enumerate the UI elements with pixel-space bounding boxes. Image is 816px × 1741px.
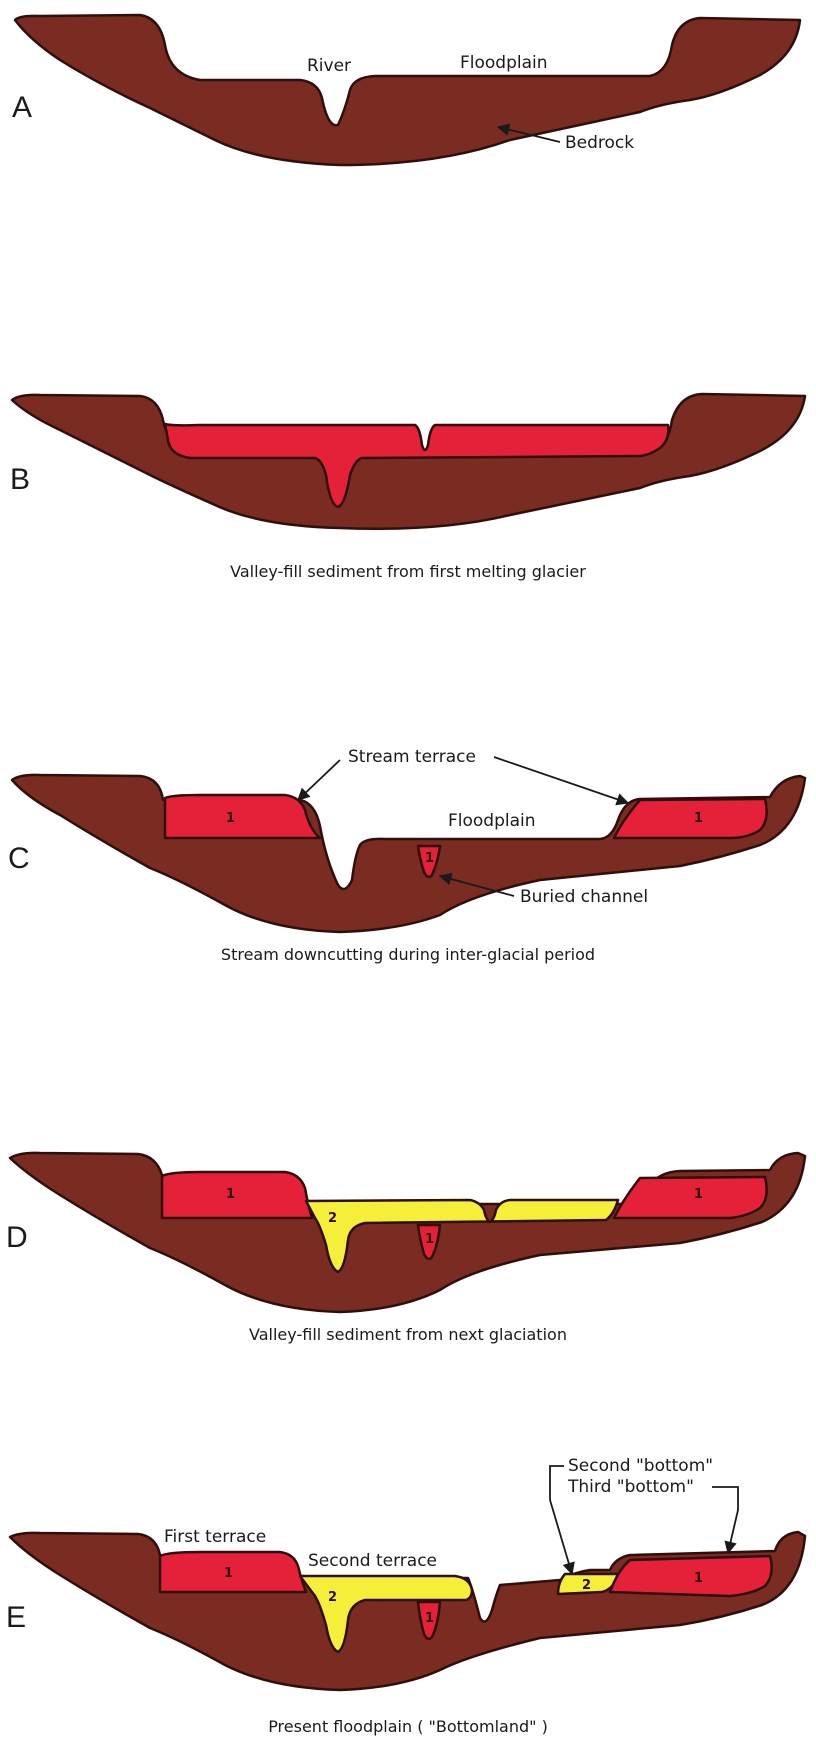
- panel-b: B Valley-fill sediment from first meltin…: [10, 394, 805, 581]
- panel-d-letter: D: [6, 1221, 28, 1254]
- panel-c: 1 1 1 C Stream terrace Floodplain Buried…: [8, 747, 805, 964]
- panel-c-letter: C: [8, 842, 30, 875]
- panel-b-caption: Valley-fill sediment from first melting …: [230, 562, 586, 581]
- panel-d-fill-number-left: 1: [226, 1187, 235, 1202]
- panel-a-bedrock: [15, 15, 800, 165]
- label-first-terrace: First terrace: [164, 1527, 266, 1547]
- panel-d-fill-number-2: 2: [328, 1211, 337, 1226]
- label-river: River: [307, 56, 351, 76]
- label-stream-terrace: Stream terrace: [348, 747, 476, 767]
- panel-e-letter: E: [6, 1601, 26, 1634]
- label-second-terrace: Second terrace: [308, 1551, 437, 1571]
- panel-d-terrace-fill-left: [162, 1172, 312, 1218]
- panel-d-fill-number-channel: 1: [425, 1232, 434, 1247]
- panel-d-caption: Valley-fill sediment from next glaciatio…: [249, 1325, 567, 1344]
- label-second-bottom: Second "bottom": [568, 1456, 713, 1476]
- panel-d-fill-number-right: 1: [694, 1187, 703, 1202]
- panel-b-bedrock: [12, 394, 805, 529]
- panel-e: 1 2 1 2 1 E Second "bottom" Third "botto…: [6, 1456, 805, 1736]
- panel-e-fill-number-second-terrace: 2: [328, 1590, 337, 1605]
- panel-a-letter: A: [12, 91, 32, 124]
- panel-b-letter: B: [10, 463, 30, 496]
- panel-e-fill-number-third-bottom: 1: [694, 1571, 703, 1586]
- panel-d-terrace-fill-right: [614, 1177, 767, 1218]
- arrow-stream-terrace-right: [494, 757, 628, 803]
- panel-c-caption: Stream downcutting during inter-glacial …: [221, 945, 595, 964]
- label-floodplain-a: Floodplain: [460, 53, 548, 73]
- panel-c-terrace-fill-left: [165, 795, 320, 838]
- label-third-bottom: Third "bottom": [567, 1477, 694, 1497]
- arrow-stream-terrace-left: [298, 760, 340, 800]
- label-floodplain-c: Floodplain: [448, 811, 536, 831]
- panel-e-fill-number-second-bottom: 2: [582, 1578, 591, 1593]
- panel-e-third-bottom-fill: [610, 1556, 772, 1596]
- arrow-third-bottom: [712, 1487, 738, 1553]
- panel-c-terrace-fill-right: [614, 799, 767, 838]
- panel-e-caption: Present floodplain ( "Bottomland" ): [268, 1717, 548, 1736]
- panel-c-fill-number-left: 1: [226, 811, 235, 826]
- panel-e-fill-number-channel: 1: [425, 1611, 434, 1626]
- panel-c-fill-number-channel: 1: [425, 851, 434, 866]
- panel-d: 1 2 1 1 D Valley-fill sediment from next…: [6, 1153, 805, 1344]
- label-buried-channel: Buried channel: [520, 887, 648, 907]
- label-bedrock: Bedrock: [565, 133, 634, 153]
- panel-c-fill-number-right: 1: [694, 811, 703, 826]
- panel-a: A River Floodplain Bedrock: [12, 15, 800, 165]
- panel-e-fill-number-first-terrace: 1: [224, 1566, 233, 1581]
